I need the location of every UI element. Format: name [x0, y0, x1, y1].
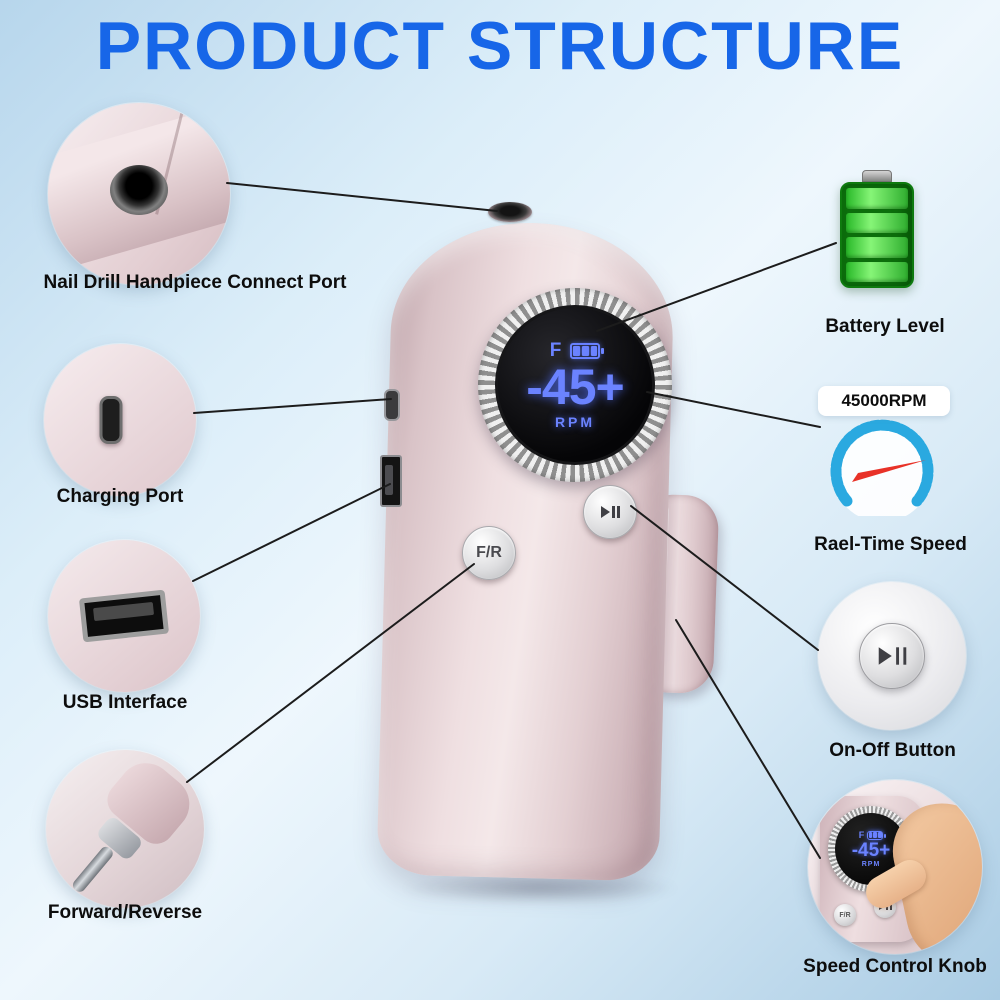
fr-button-label: F/R	[476, 544, 502, 561]
forward-reverse-button: F/R	[462, 526, 516, 580]
nail-drill-device: F -45+ RPM F/R	[370, 195, 720, 910]
usb-port	[380, 455, 402, 507]
usb-port-icon	[78, 589, 170, 643]
display-top-row: F	[549, 340, 605, 362]
callout-usb-photo	[48, 540, 200, 692]
speed-unit: RPM	[554, 413, 596, 430]
callout-label-on-off: On-Off Button	[829, 740, 956, 761]
inset-gear-indicator: F	[858, 830, 865, 840]
line-usb-interface	[192, 483, 391, 582]
inset-speed-unit: RPM	[861, 861, 881, 868]
battery-cap	[862, 170, 892, 182]
speed-control-knob-ring: F -45+ RPM	[478, 288, 672, 482]
page-title: PRODUCT STRUCTURE	[95, 8, 905, 84]
callout-forward-reverse-photo	[46, 750, 204, 908]
inset-speed-readout: -45+	[851, 840, 891, 861]
gear-indicator: F	[549, 340, 562, 362]
play-pause-icon	[600, 506, 620, 518]
battery-icon	[840, 170, 914, 288]
callout-on-off-photo	[818, 582, 966, 730]
battery-segment	[846, 237, 908, 258]
battery-segment	[846, 188, 908, 209]
callout-label-real-time-speed: Rael-Time Speed	[814, 534, 967, 555]
rpm-badge: 45000RPM	[818, 386, 950, 416]
battery-bar	[590, 346, 598, 357]
speedometer-icon	[830, 419, 934, 516]
callout-label-forward-reverse: Forward/Reverse	[47, 902, 203, 923]
handpiece-tip	[46, 750, 204, 908]
battery-body	[840, 182, 914, 288]
charging-port	[384, 389, 400, 421]
battery-bar	[573, 346, 580, 357]
battery-segment	[846, 261, 908, 282]
inset-knob-ring: F -45+ RPM	[828, 806, 914, 892]
battery-segment	[846, 212, 908, 233]
callout-label-usb: USB Interface	[62, 692, 188, 713]
handpiece-connect-port	[488, 202, 532, 222]
drill-bit-icon	[70, 845, 116, 895]
line-charging-port	[193, 398, 392, 414]
callout-connect-port-photo	[48, 103, 230, 285]
callout-speed-knob-photo: F -45+ RPM F/R	[808, 780, 982, 954]
inset-device: F -45+ RPM F/R	[820, 796, 924, 942]
callout-charging-port-photo	[44, 344, 196, 496]
inset-display-top-row: F	[858, 830, 887, 840]
callout-label-connect-port: Nail Drill Handpiece Connect Port	[43, 272, 347, 293]
battery-indicator-icon	[570, 343, 605, 360]
connect-port-icon	[110, 165, 168, 216]
on-off-button-icon	[859, 623, 925, 689]
charging-port-icon	[99, 396, 123, 444]
inset-fr-button: F/R	[834, 904, 856, 926]
gauge-needle	[852, 460, 926, 482]
speed-readout: -45+	[526, 359, 624, 416]
callout-label-speed-knob: Speed Control Knob	[803, 956, 987, 977]
inset-battery-indicator-icon	[867, 830, 887, 840]
lcd-display: F -45+ RPM	[495, 305, 655, 465]
callout-label-battery: Battery Level	[825, 316, 945, 337]
play-pause-icon	[878, 647, 906, 665]
power-button	[583, 485, 637, 539]
inset-fr-label: F/R	[839, 911, 851, 919]
battery-bar	[581, 346, 589, 357]
callout-label-charging-port: Charging Port	[56, 486, 184, 507]
